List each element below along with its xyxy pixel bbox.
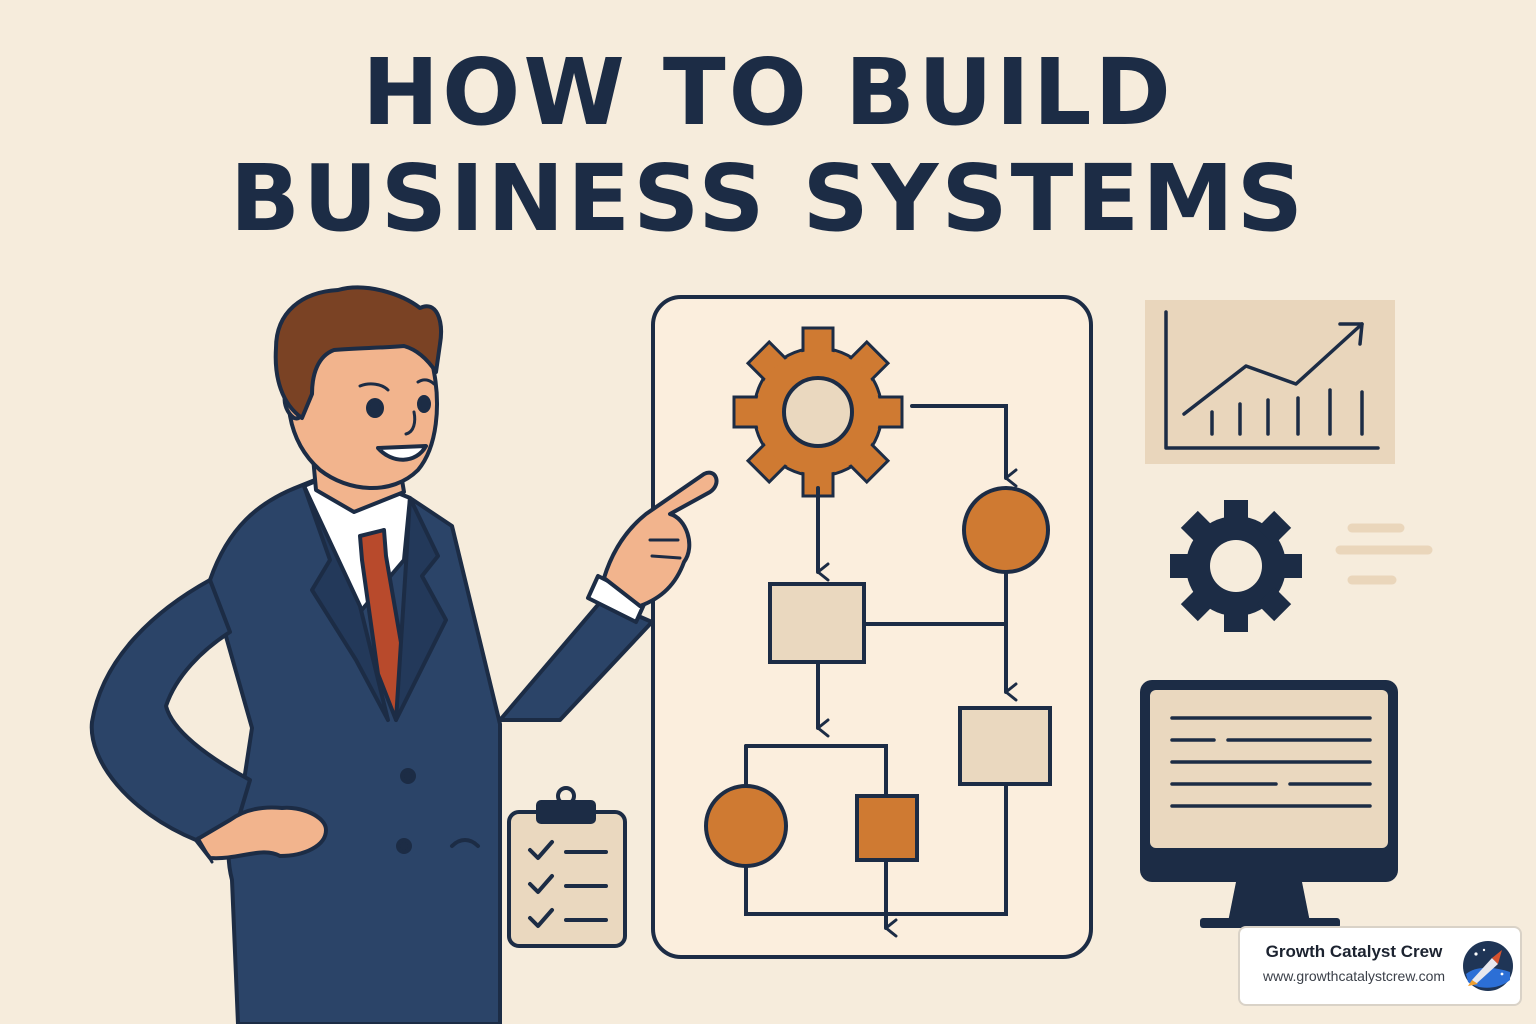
page-title: HOW TO BUILD BUSINESS SYSTEMS	[0, 40, 1536, 252]
flow-node-box	[958, 706, 1052, 786]
brand-url[interactable]: www.growthcatalystcrew.com	[1262, 968, 1446, 984]
flow-node-circle	[962, 486, 1050, 574]
flow-arrow	[910, 404, 1018, 488]
title-line-2: BUSINESS SYSTEMS	[229, 145, 1307, 252]
businessman	[89, 285, 719, 1024]
brand-name: Growth Catalyst Crew	[1265, 942, 1443, 961]
flow-node-circle	[704, 784, 788, 868]
flow-connector	[744, 782, 1008, 916]
flowchart-gear-icon	[732, 326, 904, 498]
gear-icon	[1170, 500, 1302, 632]
flow-node-box	[855, 794, 919, 862]
growth-chart-icon	[1145, 300, 1395, 464]
flowchart-board	[651, 295, 1093, 959]
checklist-clipboard-icon	[507, 786, 627, 948]
brand-logo-icon	[1463, 941, 1513, 991]
brand-badge[interactable]: Growth Catalyst Crew www.growthcatalystc…	[1238, 926, 1522, 1006]
flow-node-box	[768, 582, 866, 664]
flow-connector	[744, 744, 888, 798]
monitor-icon	[1140, 680, 1398, 928]
motion-lines-decoration	[1335, 523, 1433, 585]
title-line-1: HOW TO BUILD	[362, 39, 1174, 146]
